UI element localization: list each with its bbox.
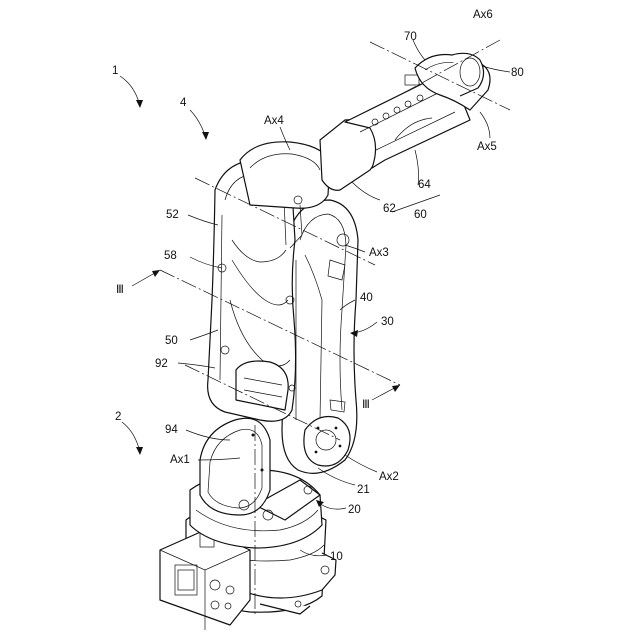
label-10: 10: [330, 551, 343, 563]
label-section-iii-left: Ⅲ: [116, 284, 124, 296]
label-60: 60: [414, 209, 427, 221]
label-40: 40: [360, 292, 373, 304]
label-ax4: Ax4: [264, 115, 284, 127]
label-ax6: Ax6: [473, 9, 493, 21]
label-ax5: Ax5: [477, 141, 497, 153]
label-50: 50: [165, 335, 178, 347]
label-92: 92: [155, 358, 168, 370]
label-ax1: Ax1: [170, 454, 190, 466]
label-80: 80: [511, 67, 524, 79]
label-1: 1: [112, 65, 118, 77]
label-ax3: Ax3: [369, 247, 389, 259]
label-4: 4: [180, 97, 187, 109]
label-58: 58: [164, 250, 177, 262]
label-70: 70: [404, 31, 417, 43]
label-ax2: Ax2: [379, 471, 399, 483]
label-section-iii-right: Ⅲ: [362, 399, 370, 411]
lower-arm-side-plate: [200, 418, 270, 515]
label-2: 2: [115, 411, 121, 423]
label-21: 21: [357, 484, 370, 496]
label-64: 64: [418, 179, 431, 191]
label-52: 52: [166, 209, 179, 221]
label-62: 62: [383, 203, 396, 215]
label-30: 30: [381, 316, 394, 328]
label-94: 94: [165, 424, 178, 436]
label-20: 20: [348, 504, 361, 516]
